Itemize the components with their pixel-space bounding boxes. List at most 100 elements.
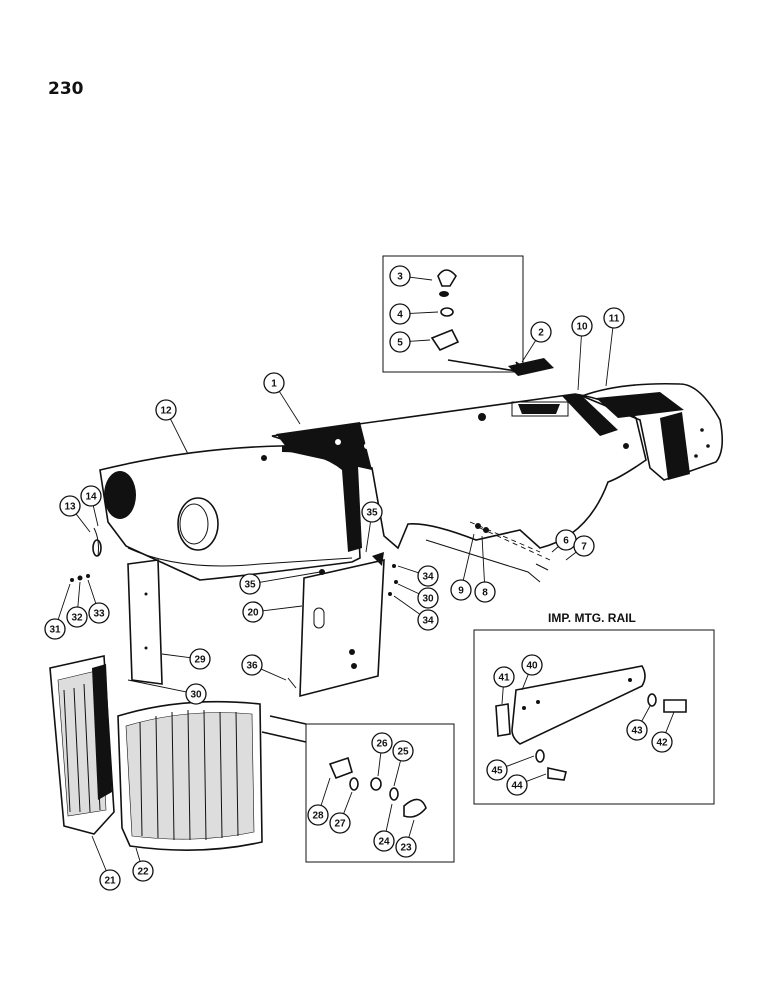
callout-leader-line: [501, 686, 504, 705]
callout-8: 8: [474, 535, 496, 603]
callout-leader-line: [92, 505, 99, 527]
callout-14: 14: [80, 485, 102, 527]
callout-circle: [603, 307, 625, 329]
callout-circle: [392, 740, 414, 762]
callout-number: 12: [160, 406, 172, 417]
callout-circle: [651, 731, 673, 753]
callout-number: 25: [397, 747, 409, 758]
callout-leader-line: [377, 752, 382, 777]
callout-34: 34: [397, 565, 439, 587]
side-panel: [299, 552, 385, 698]
callout-1: 1: [263, 372, 301, 425]
callout-29: 29: [161, 648, 211, 670]
callout-leader-line: [260, 668, 287, 681]
callout-leader-line: [409, 339, 431, 342]
callout-number: 44: [511, 781, 523, 792]
callout-circle: [486, 759, 508, 781]
callout-leader-line: [259, 571, 321, 583]
callout-number: 11: [609, 314, 620, 325]
front-grille: [117, 700, 263, 851]
callout-36: 36: [241, 654, 287, 681]
callout-circle: [417, 565, 439, 587]
rear-cowl: [579, 382, 724, 481]
callout-circle: [361, 501, 383, 523]
callout-number: 10: [576, 322, 588, 333]
callout-leader-line: [77, 581, 81, 608]
callout-23: 23: [395, 819, 417, 858]
callout-circle: [132, 860, 154, 882]
callout-circle: [571, 315, 593, 337]
callout-number: 3: [397, 272, 403, 283]
callout-leader-line: [408, 819, 415, 838]
callout-circle: [185, 683, 207, 705]
callout-number: 5: [397, 338, 403, 349]
callout-circle: [626, 719, 648, 741]
callout-44: 44: [506, 773, 547, 796]
callout-circle: [389, 331, 411, 353]
callout-number: 2: [538, 328, 544, 339]
callout-leader-line: [409, 276, 433, 281]
callout-leader-line: [278, 391, 301, 425]
callout-42: 42: [651, 711, 675, 753]
callout-circle: [239, 573, 261, 595]
callout-circle: [530, 321, 552, 343]
callout-number: 20: [247, 608, 259, 619]
callout-leader-line: [462, 533, 475, 581]
callout-circle: [242, 601, 264, 623]
callout-12: 12: [155, 399, 189, 455]
callout-31: 31: [44, 583, 71, 640]
callout-leader-line: [397, 583, 420, 595]
callout-number: 35: [366, 508, 378, 519]
callout-circle: [506, 774, 528, 796]
callout-leader-line: [521, 340, 537, 363]
callout-circle: [371, 732, 393, 754]
callout-circle: [573, 535, 595, 557]
impl-mtg-rail-inset: IMP. MTG. RAIL: [473, 611, 715, 805]
callout-number: 9: [458, 586, 464, 597]
callout-circle: [389, 303, 411, 325]
impl-mtg-rail-title: IMP. MTG. RAIL: [548, 611, 636, 625]
callout-circle: [395, 836, 417, 858]
callout-number: 30: [422, 594, 434, 605]
callout-leader-line: [551, 546, 559, 553]
screen-strip: [127, 559, 163, 685]
callout-leader-line: [161, 653, 191, 659]
front-hood-section: [99, 444, 362, 581]
callout-leader-line: [665, 711, 675, 733]
callout-circle: [44, 618, 66, 640]
loose-hardware: [70, 523, 549, 689]
callout-27: 27: [329, 791, 353, 834]
callout-30: 30: [127, 679, 207, 705]
callout-number: 1: [271, 379, 277, 390]
callout-10: 10: [571, 315, 593, 391]
callout-leader-line: [481, 535, 485, 583]
callout-40: 40: [521, 654, 543, 691]
callout-circle: [389, 265, 411, 287]
callout-number: 33: [93, 609, 105, 620]
callout-circle: [263, 372, 285, 394]
impl-rail-bar: [425, 539, 541, 583]
callout-30: 30: [397, 583, 439, 609]
callout-number: 24: [378, 837, 390, 848]
callout-34: 34: [393, 595, 439, 631]
callout-leader-line: [521, 674, 529, 691]
callout-circle: [241, 654, 263, 676]
callout-circle: [521, 654, 543, 676]
callout-leader-line: [87, 579, 97, 604]
callout-number: 28: [312, 811, 324, 822]
callout-circle: [88, 602, 110, 624]
callout-number: 40: [526, 661, 538, 672]
callout-26: 26: [371, 732, 393, 777]
callout-circle: [59, 495, 81, 517]
callout-leader-line: [365, 521, 371, 553]
callout-43: 43: [626, 705, 651, 741]
callout-number: 34: [422, 616, 434, 627]
callout-circle: [373, 830, 395, 852]
callout-number: 13: [64, 502, 76, 513]
callout-leader-line: [393, 760, 401, 787]
callout-circle: [450, 579, 472, 601]
callout-leader-line: [641, 705, 651, 722]
callout-13: 13: [59, 495, 91, 533]
